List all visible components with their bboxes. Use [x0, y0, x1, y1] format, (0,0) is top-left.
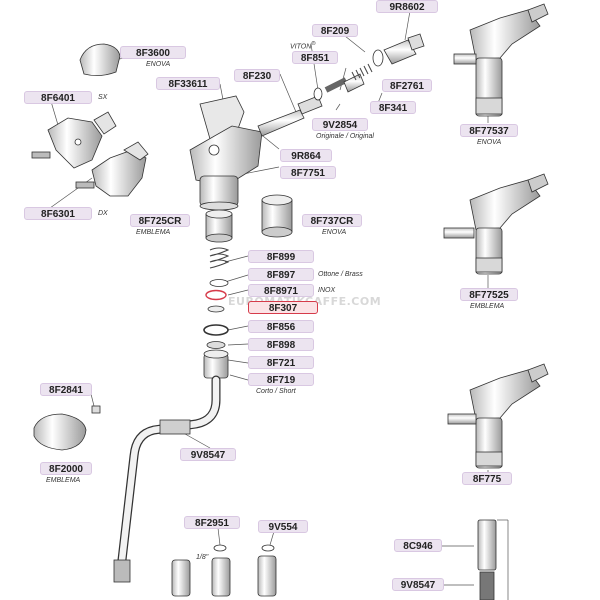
note-emblema-2: EMBLEMA — [470, 303, 505, 310]
note-enova-1: ENOVA — [146, 61, 171, 68]
note-corto: Corto / Short — [256, 388, 296, 395]
part-label-9v8547-wand: 9V8547 — [180, 448, 236, 461]
part-label-8f6301: 8F6301 — [24, 207, 92, 220]
lever-sx-part — [31, 111, 117, 169]
part-label-8f721: 8F721 — [248, 356, 314, 369]
note-sx: SX — [98, 94, 108, 101]
note-inox: INOX — [318, 287, 336, 294]
steam-tap-8f775 — [447, 363, 549, 469]
note-enova-3: ENOVA — [322, 229, 347, 236]
part-label-8f8971: 8F8971 — [248, 284, 314, 297]
nut-emblema-part — [205, 209, 233, 243]
part-label-8f33611: 8F33611 — [156, 77, 220, 90]
part-label-8f209: 8F209 — [312, 24, 358, 37]
note-emblema-3: EMBLEMA — [46, 477, 81, 484]
note-viton-mark: ® — [311, 41, 316, 47]
stem-assembly-part — [257, 33, 425, 137]
steam-tap-emblema — [443, 173, 549, 275]
part-label-8f77537: 8F77537 — [460, 124, 518, 137]
part-label-9r8602: 9R8602 — [376, 0, 438, 13]
part-label-8f898: 8F898 — [248, 338, 314, 351]
note-emblema-1: EMBLEMA — [136, 229, 171, 236]
valve-body-part — [189, 95, 263, 211]
knob-emblema-part — [33, 413, 87, 451]
part-label-9v554: 9V554 — [258, 520, 308, 533]
part-label-9v2854: 9V2854 — [312, 118, 368, 131]
part-label-8f341: 8F341 — [370, 101, 416, 114]
wand-tips-part — [171, 519, 497, 600]
note-viton: VITON® — [290, 41, 316, 51]
part-label-8f856: 8F856 — [248, 320, 314, 333]
part-label-9v8547-tube: 9V8547 — [392, 578, 444, 591]
part-label-8f2000: 8F2000 — [40, 462, 92, 475]
steam-wand-part — [113, 375, 221, 583]
part-label-8c946: 8C946 — [394, 539, 442, 552]
part-label-8f3600: 8F3600 — [120, 46, 186, 59]
part-label-8f2951: 8F2951 — [184, 516, 240, 529]
part-label-8f851: 8F851 — [292, 51, 338, 64]
note-inch: 1/8" — [196, 554, 209, 561]
part-label-8f897: 8F897 — [248, 268, 314, 281]
part-label-8f775: 8F775 — [462, 472, 512, 485]
note-enova-2: ENOVA — [477, 139, 502, 146]
part-label-8f737cr: 8F737CR — [302, 214, 362, 227]
pin-part — [91, 405, 101, 414]
note-ottone: Ottone / Brass — [318, 271, 363, 278]
lever-dx-part — [75, 141, 149, 197]
part-label-8f899: 8F899 — [248, 250, 314, 263]
part-label-8f2761: 8F2761 — [382, 79, 432, 92]
part-label-8f77525: 8F77525 — [460, 288, 518, 301]
nut-enova-part — [261, 194, 293, 238]
part-label-8f230: 8F230 — [234, 69, 280, 82]
part-label-8f719: 8F719 — [248, 373, 314, 386]
part-label-8f2841: 8F2841 — [40, 383, 92, 396]
knob-cap-part — [79, 43, 121, 76]
part-label-8f7751: 8F7751 — [280, 166, 336, 179]
part-label-9r864: 9R864 — [280, 149, 332, 162]
part-label-8f307: 8F307 — [248, 301, 318, 314]
note-dx: DX — [98, 210, 108, 217]
stack-parts — [203, 247, 230, 379]
part-label-8f725cr: 8F725CR — [130, 214, 190, 227]
part-label-8f6401: 8F6401 — [24, 91, 92, 104]
note-originale: Originale / Original — [316, 133, 374, 140]
steam-tap-enova — [453, 3, 549, 117]
